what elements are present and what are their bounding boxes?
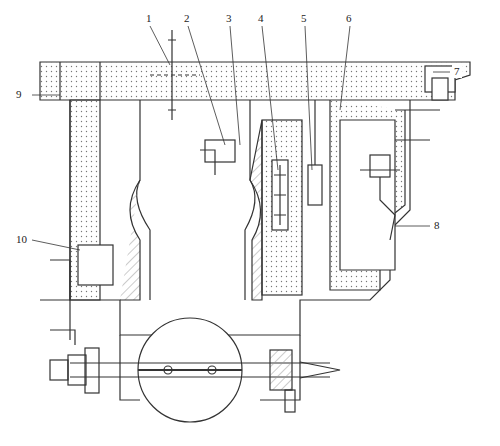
callout-number: 10 — [14, 233, 29, 246]
callout-number: 2 — [182, 12, 192, 25]
callout-number: 4 — [256, 12, 266, 25]
callout-number: 1 — [144, 12, 154, 25]
callout-number: 6 — [344, 12, 354, 25]
callout-number: 8 — [432, 219, 442, 232]
callout-number: 7 — [452, 65, 462, 78]
callout-number: 9 — [14, 88, 24, 101]
callout-number: 5 — [299, 12, 309, 25]
callout-number: 3 — [224, 12, 234, 25]
